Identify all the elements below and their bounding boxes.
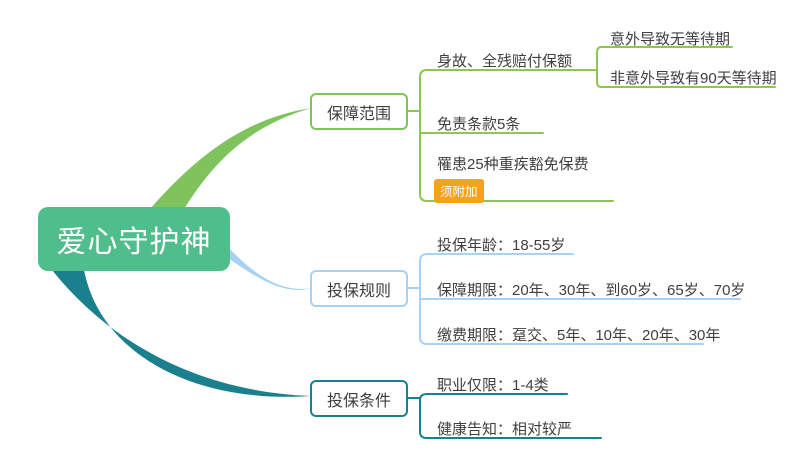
subtopic-death-disability-benefit[interactable]: 身故、全残赔付保额 [437, 53, 573, 70]
curve-root-to-conditions [52, 270, 311, 397]
coverage-bracket [407, 46, 776, 202]
subtopic-exclusion-clauses[interactable]: 免责条款5条 [437, 116, 521, 133]
subtopic-critical-illness-waiver[interactable]: 罹患25种重疾豁免保费 [437, 156, 589, 173]
branch-topic-coverage[interactable]: 保障范围 [310, 93, 408, 130]
subtopic-payment-term[interactable]: 缴费期限：趸交、5年、10年、20年、30年 [437, 327, 721, 344]
subtopic-accident-no-waiting[interactable]: 意外导致无等待期 [610, 31, 731, 48]
subtopic-entry-age[interactable]: 投保年龄：18-55岁 [437, 237, 566, 254]
conditions-bracket [407, 393, 602, 439]
subtopic-health-disclosure[interactable]: 健康告知：相对较严 [437, 421, 573, 438]
branch-topic-conditions[interactable]: 投保条件 [310, 380, 408, 417]
subtopic-coverage-term[interactable]: 保障期限：20年、30年、到60岁、65岁、70岁 [437, 282, 746, 299]
rules-bracket [407, 253, 741, 345]
curve-root-to-coverage [150, 108, 311, 209]
root-topic[interactable]: 爱心守护神 [38, 207, 230, 271]
curve-root-to-rules [228, 248, 311, 291]
subtopic-nonaccident-90day-waiting[interactable]: 非意外导致有90天等待期 [610, 70, 777, 87]
rider-required-badge[interactable]: 须附加 [434, 179, 484, 203]
branch-topic-rules[interactable]: 投保规则 [310, 270, 408, 307]
subtopic-occupation-limit[interactable]: 职业仅限：1-4类 [437, 377, 549, 394]
